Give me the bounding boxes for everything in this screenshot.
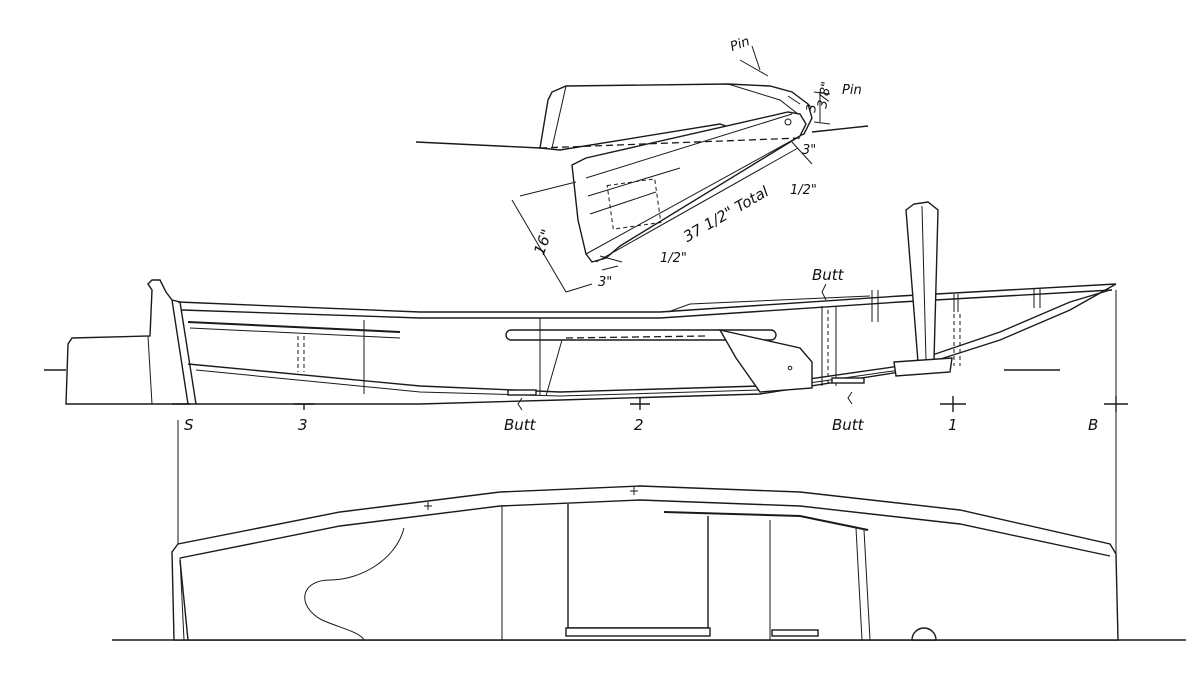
mast-partner-circle bbox=[911, 627, 937, 641]
station-tick-2 bbox=[630, 398, 650, 410]
stern-transom bbox=[539, 83, 813, 151]
mast bbox=[905, 201, 939, 363]
rudder-hidden-plate bbox=[606, 178, 662, 230]
inwale-aft-inner bbox=[189, 327, 401, 339]
dim-ticks-bottom bbox=[599, 141, 813, 271]
pin-spacing-frac: 3/8" bbox=[815, 80, 834, 109]
butt-upper-label: Butt bbox=[812, 266, 845, 284]
sheer-line bbox=[177, 283, 1117, 313]
dim-3-bottom-label: 3" bbox=[598, 275, 612, 290]
mast-step bbox=[893, 357, 953, 377]
profile-view bbox=[44, 201, 1117, 411]
dim-3-right-label: 3" bbox=[802, 143, 816, 158]
pin-dimension-lines bbox=[739, 45, 831, 125]
pin-spacing-num: 3 bbox=[804, 103, 820, 114]
hidden-frame-aft bbox=[297, 336, 305, 372]
rudder-leading-edge bbox=[585, 135, 801, 255]
frame-mid-2 bbox=[545, 339, 563, 397]
centerboard-trunk bbox=[718, 328, 813, 393]
cleat-1 bbox=[871, 290, 879, 322]
deck-edge-fwd bbox=[667, 295, 871, 313]
station-1-label: 1 bbox=[948, 416, 958, 434]
thwart-plan bbox=[663, 511, 869, 531]
sheer-line-inner bbox=[181, 289, 1113, 319]
stern-cap-line bbox=[727, 83, 799, 115]
butt-block-right bbox=[831, 377, 865, 384]
stern-block bbox=[65, 279, 189, 405]
chine-line bbox=[187, 289, 1111, 393]
station-b-label: B bbox=[1088, 416, 1098, 434]
center-mark-2 bbox=[630, 487, 638, 495]
frame-fwd-1 bbox=[821, 306, 837, 386]
rudder-blade bbox=[571, 111, 807, 263]
thwart-mid bbox=[505, 329, 777, 341]
trunk-pin bbox=[787, 365, 793, 371]
rudder-blade-line-1 bbox=[585, 113, 793, 179]
hidden-frame-fwd-2 bbox=[953, 314, 961, 366]
center-mark-1 bbox=[424, 502, 432, 510]
rudder-blade-line-2 bbox=[587, 167, 681, 197]
stern-transom-line bbox=[551, 85, 567, 149]
station-marks: S 3 2 1 B Butt Butt Butt bbox=[172, 266, 1128, 434]
pin-right-label: Pin bbox=[842, 83, 862, 98]
pin-top-label: Pin bbox=[728, 34, 752, 55]
height-label: 16" bbox=[530, 227, 556, 258]
cleat-2 bbox=[953, 294, 959, 312]
height-dimension bbox=[511, 181, 593, 293]
sheer-plan-inner bbox=[179, 499, 1111, 559]
butt-block-left bbox=[507, 389, 537, 396]
station-2-label: 2 bbox=[634, 416, 644, 434]
reference-line-right bbox=[811, 125, 869, 133]
mast-line bbox=[921, 205, 927, 361]
pintle-hole bbox=[784, 118, 792, 126]
butt-lower-left-arrow bbox=[517, 397, 523, 411]
station-s-label: S bbox=[184, 416, 194, 434]
butt-upper-arrow bbox=[821, 283, 827, 301]
inwale-aft bbox=[187, 321, 401, 333]
butt-lower-right-arrow bbox=[847, 391, 853, 405]
dim-half-right-label: 1/2" bbox=[790, 183, 817, 198]
hull-outline-plan bbox=[171, 485, 1119, 641]
reference-line-left bbox=[415, 141, 541, 149]
butt-lower-left-label: Butt bbox=[504, 416, 537, 434]
butt-lower-right-label: Butt bbox=[832, 416, 865, 434]
keel-line bbox=[188, 283, 1117, 405]
rudder-blade-line-3 bbox=[589, 191, 657, 215]
stern-block-line bbox=[147, 335, 153, 405]
thwart-plan-riser bbox=[855, 527, 871, 641]
station-3-label: 3 bbox=[298, 416, 308, 434]
seat-riser bbox=[771, 629, 819, 637]
plan-thwart-aft bbox=[179, 559, 189, 641]
centerboard-base bbox=[565, 627, 711, 637]
dim-half-bottom-label: 1/2" bbox=[660, 251, 687, 266]
seat-cutout bbox=[304, 527, 405, 641]
cleat-3 bbox=[1033, 288, 1041, 308]
rudder-detail: Pin Pin 3 3/8" 3" 1/2" 37 1/2" Total 16"… bbox=[415, 34, 869, 293]
hidden-seat-line bbox=[565, 335, 707, 339]
station-tick-1 bbox=[940, 396, 966, 412]
total-dimension bbox=[595, 147, 799, 263]
station-tick-3 bbox=[294, 403, 314, 410]
plan-view bbox=[112, 485, 1186, 641]
